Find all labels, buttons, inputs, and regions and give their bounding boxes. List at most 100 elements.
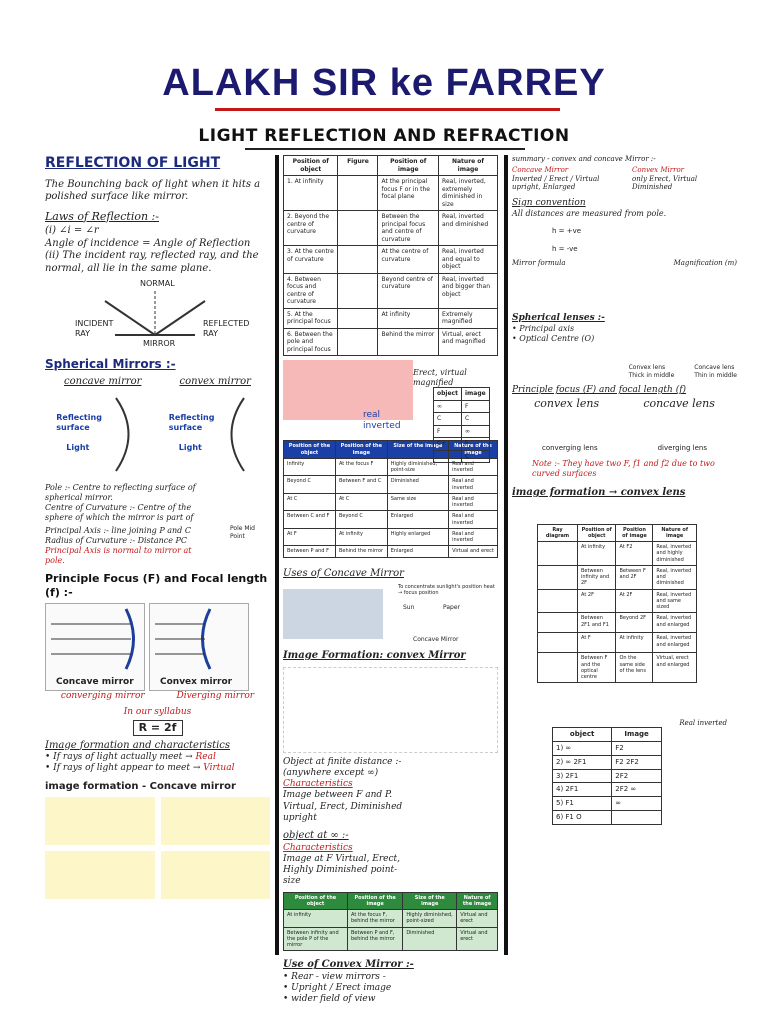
figure-cell — [337, 245, 379, 274]
figure-cell — [337, 210, 379, 246]
table-header: Position of object — [282, 155, 339, 176]
table-cell: At F2 — [615, 541, 654, 566]
table-cell: Infinity — [283, 457, 336, 477]
figure-cell — [537, 541, 578, 566]
table-header: image — [460, 387, 490, 401]
table-cell: Virtual and erect — [456, 926, 498, 952]
table-header: Position of the object — [283, 440, 336, 459]
table-header: Nature of image — [652, 523, 697, 542]
convex-lens-2: convex lens — [534, 396, 600, 410]
img-form-heading: image formation → convex lens — [512, 487, 686, 498]
left-column: REFLECTION OF LIGHT The Bounching back o… — [45, 155, 270, 899]
table-cell: 3. At the centre of curvature — [282, 245, 339, 274]
reflection-definition: The Bounching back of light when it hits… — [45, 178, 261, 203]
table-cell: At the centre of curvature — [377, 245, 440, 274]
laws-heading: Laws of Reflection :- — [45, 209, 159, 223]
lens-diagram — [512, 410, 737, 444]
concave-diagram: Reflecting surface Light — [56, 393, 146, 475]
table-cell: Behind the mirror — [377, 327, 440, 356]
table-header: Position of the object — [283, 891, 348, 910]
finite-desc: Image between F and P. Virtual, Erect, D… — [283, 790, 403, 823]
converging-lens: converging lens — [541, 444, 598, 453]
real-inverted-right: Real inverted — [679, 718, 727, 727]
table-cell: C — [433, 412, 462, 426]
use-1: • Rear - view mirrors - — [283, 971, 386, 982]
table-cell: Behind the mirror — [334, 545, 388, 558]
table-cell: Between P and F — [283, 545, 336, 558]
mirror-label: MIRROR — [143, 339, 176, 349]
table-cell: Beyond C — [334, 510, 388, 529]
figure-cell — [337, 307, 379, 329]
table-cell: Between F and 2F — [615, 564, 654, 590]
table-cell: Real, inverted and bigger than object — [438, 272, 498, 309]
table-header: Ray diagram — [537, 523, 578, 542]
lens-note: Note :- They have two F, f1 and f2 due t… — [532, 459, 715, 478]
summary-heading: summary - convex and concave Mirror :- — [512, 155, 656, 163]
table-cell: Diminished — [386, 475, 450, 494]
focus-diagrams: Concave mirror Convex mirror — [45, 603, 270, 692]
table-cell: Real, inverted and equal to object — [438, 245, 498, 274]
diverging-lens: diverging lens — [657, 444, 707, 453]
table-cell: Highly diminished, point-sized — [402, 909, 458, 928]
incident-label: INCIDENT RAY — [75, 319, 114, 339]
lens-cases-row — [512, 500, 737, 524]
table-header: Position of object — [576, 523, 617, 542]
table-cell: On the same side of the lens — [615, 652, 654, 684]
figure-cell — [337, 327, 379, 356]
pole-def: Pole :- Centre to reflecting surface of … — [45, 482, 196, 502]
bullet-virtual: • If rays of light appear to meet → Virt… — [45, 763, 235, 774]
table-cell: Enlarged — [386, 545, 450, 558]
table-cell: Beyond 2F — [615, 612, 654, 634]
table-cell: Virtual and erect — [456, 909, 498, 928]
figure-cell — [537, 632, 578, 654]
table-cell: Real and inverted — [448, 527, 498, 547]
concave-img-grid — [45, 797, 270, 899]
table-cell — [433, 449, 462, 463]
thin-label: Thin in middle — [694, 371, 737, 379]
title-underline — [215, 108, 560, 111]
table-cell: Between F and the optical centre — [576, 652, 617, 684]
figure-cell — [337, 272, 379, 309]
table-row: F∞ — [433, 424, 490, 438]
table-cell: At the principal focus F or in the focal… — [377, 175, 440, 211]
table-cell: Between C and F — [283, 510, 336, 529]
table-header: object — [433, 387, 462, 401]
table-row: 3. At the centre of curvature At the cent… — [282, 245, 498, 274]
table-cell: Between F and C — [334, 475, 388, 494]
formula-area — [512, 268, 737, 313]
table-cell: Virtual, erect and enlarged — [652, 652, 697, 684]
table-header: object — [551, 727, 613, 742]
table-header: Position of image — [615, 523, 654, 542]
uses-concave-heading: Uses of Concave Mirror — [283, 567, 404, 579]
figure-cell — [337, 175, 379, 211]
table-cell: F — [460, 437, 490, 451]
inf-desc: Image at F Virtual, Erect, Highly Dimini… — [283, 853, 400, 887]
light-1: Light — [66, 442, 90, 452]
table-cell: 1) ∞ — [551, 741, 613, 756]
table-cell: C — [460, 412, 490, 426]
lens-point-2-text: Optical Centre (O) — [519, 334, 595, 344]
divider-right — [504, 155, 508, 955]
table-cell: 2F2 ∞ — [611, 782, 662, 797]
sun-label: Sun — [403, 604, 415, 611]
table-cell: At C — [283, 492, 336, 512]
table-header: Position of image — [377, 155, 440, 176]
table-row: Between infinity and the pole P of the m… — [283, 926, 498, 952]
table-cell: At 2F — [615, 588, 654, 614]
table-cell: Real, inverted and diminished — [438, 210, 498, 246]
convex-summary-label: Convex Mirror — [632, 165, 685, 174]
table-cell: 2F2 — [611, 768, 662, 784]
spherical-heading: Spherical Mirrors :- — [45, 357, 176, 372]
reflection-heading: REFLECTION OF LIGHT — [45, 155, 221, 171]
